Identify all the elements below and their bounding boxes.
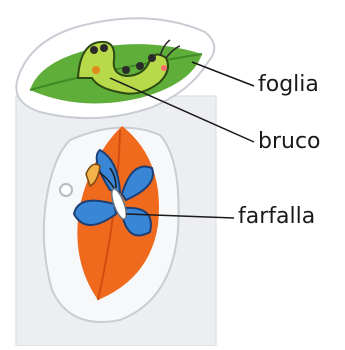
leader-line-leaf bbox=[192, 62, 254, 86]
caterpillar-spot bbox=[100, 44, 108, 52]
caterpillar-cheek bbox=[161, 65, 167, 71]
caterpillar-spot bbox=[148, 54, 156, 62]
label-leaf: foglia bbox=[258, 74, 319, 96]
caterpillar-spot bbox=[90, 46, 98, 54]
caterpillar-spot bbox=[122, 66, 130, 74]
label-butterfly: farfalla bbox=[238, 206, 315, 228]
caterpillar-spot bbox=[92, 66, 100, 74]
label-caterpillar: bruco bbox=[258, 131, 321, 153]
caterpillar-spot bbox=[136, 62, 144, 70]
plate-hole bbox=[60, 184, 72, 196]
